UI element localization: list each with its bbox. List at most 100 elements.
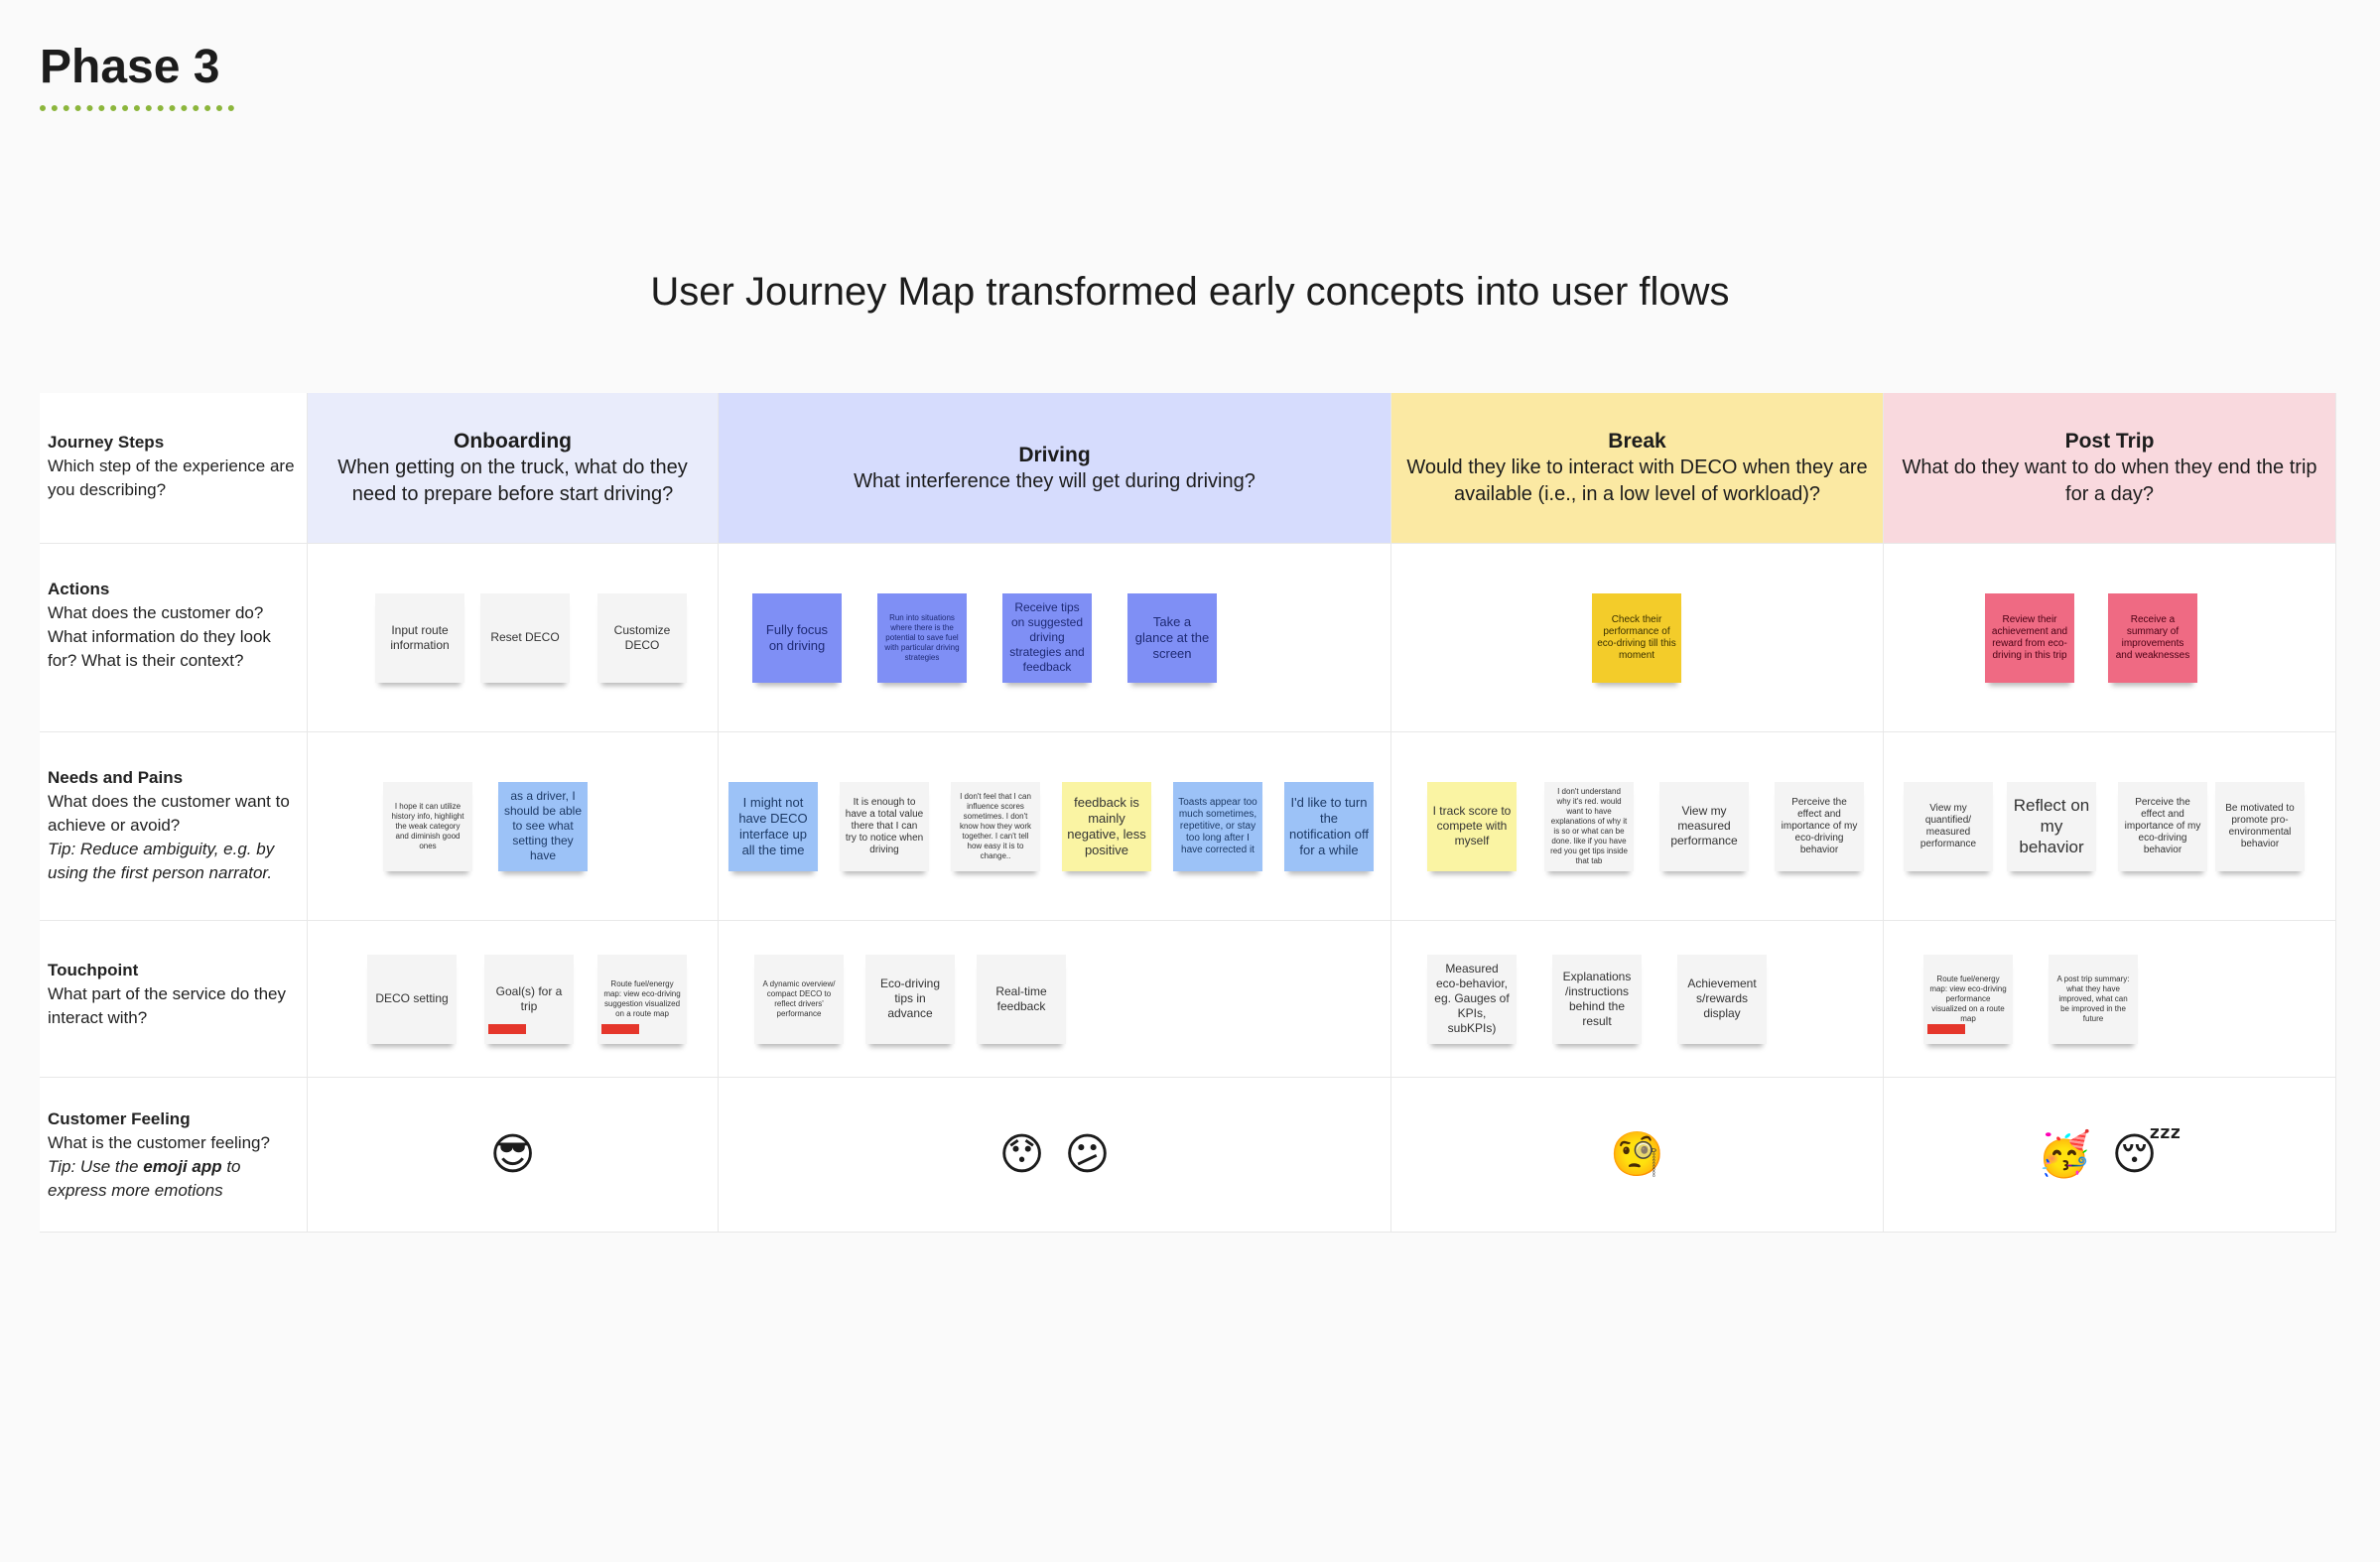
sticky-note[interactable]: DECO setting [367,954,457,1044]
sticky-note[interactable]: Receive tips on suggested driving strate… [1002,592,1092,683]
sticky-note[interactable]: Check their performance of eco-driving t… [1592,592,1681,683]
sticky-note[interactable]: I hope it can utilize history info, high… [383,781,472,871]
sticky-note[interactable]: as a driver, I should be able to see wha… [498,781,588,871]
needs-post-trip: View my quantified/ measured performance… [1884,732,2336,921]
sticky-note[interactable]: Take a glance at the screen [1127,592,1217,683]
row-label-title: Journey Steps [48,433,165,452]
sticky-note[interactable]: A post trip summary: what they have impr… [2049,954,2138,1044]
sticky-note[interactable]: Goal(s) for a trip [484,954,574,1044]
actions-post-trip: Review their achievement and reward from… [1884,544,2336,732]
sticky-note[interactable]: View my measured performance [1659,781,1749,871]
row-label-tip: Tip: Use the emoji app to express more e… [48,1155,297,1203]
sticky-note[interactable]: View my quantified/ measured performance [1904,781,1993,871]
feelings-break: 🧐 [1391,1078,1884,1233]
journey-map-grid: Journey Steps Which step of the experien… [40,393,2336,1233]
row-label-desc: What does the customer want to achieve o… [48,792,290,835]
sticky-note[interactable]: I track score to compete with myself [1427,781,1517,871]
sticky-note[interactable]: Reset DECO [480,592,570,683]
sleeping-face-icon: 😴 [2111,1128,2182,1180]
needs-onboarding: I hope it can utilize history info, high… [308,732,719,921]
step-question: What do they want to do when they end th… [1902,456,2317,505]
phase-title: Phase 3 [40,41,220,93]
step-name: Break [1608,430,1666,453]
row-label-actions: Actions What does the customer do? What … [40,544,308,732]
marker-tag [1927,1023,1965,1034]
row-label-title: Touchpoint [48,961,139,979]
step-header-post-trip: Post Trip What do they want to do when t… [1884,393,2336,544]
step-header-break: Break Would they like to interact with D… [1391,393,1884,544]
row-label-tip: Tip: Reduce ambiguity, e.g. by using the… [48,840,275,882]
row-label-touchpoint: Touchpoint What part of the service do t… [40,921,308,1078]
row-label-title: Actions [48,580,110,598]
sticky-note[interactable]: Real-time feedback [977,954,1066,1044]
row-label-desc: What is the customer feeling? [48,1133,270,1152]
step-question: When getting on the truck, what do they … [337,456,688,505]
sticky-note-text: Route fuel/energy map: view eco-driving … [1929,974,2007,1023]
surprised-face-icon: 😯 [998,1128,1045,1180]
step-header-driving: Driving What interference they will get … [719,393,1391,544]
row-label-customer-feeling: Customer Feeling What is the customer fe… [40,1078,308,1233]
row-label-desc: What part of the service do they interac… [48,984,287,1027]
sticky-note[interactable]: Review their achievement and reward from… [1985,592,2074,683]
sticky-note[interactable]: I don't understand why it's red. would w… [1544,781,1634,871]
sticky-note[interactable]: Measured eco-behavior, eg. Gauges of KPI… [1427,954,1517,1044]
step-name: Onboarding [454,430,572,453]
phase-title-underline [40,105,234,111]
step-question: Would they like to interact with DECO wh… [1406,456,1868,505]
feelings-onboarding: 😎 [308,1078,719,1233]
row-label-journey-steps: Journey Steps Which step of the experien… [40,393,308,544]
actions-driving: Fully focus on driving Run into situatio… [719,544,1391,732]
sticky-note[interactable]: I don't feel that I can influence scores… [951,781,1040,871]
sticky-note[interactable]: I might not have DECO interface up all t… [728,781,818,871]
step-question: What interference they will get during d… [854,469,1256,492]
tip-emphasis: emoji app [143,1157,222,1176]
sticky-note[interactable]: Route fuel/energy map: view eco-driving … [597,954,687,1044]
feelings-post-trip: 🥳 😴 [1884,1078,2336,1233]
row-label-title: Customer Feeling [48,1109,191,1128]
sticky-note[interactable]: It is enough to have a total value there… [840,781,929,871]
sticky-note[interactable]: A dynamic overview/ compact DECO to refl… [754,954,844,1044]
row-label-desc: Which step of the experience are you des… [48,456,295,499]
step-name: Driving [1018,443,1091,466]
sticky-note[interactable]: Fully focus on driving [752,592,842,683]
row-label-desc: What does the customer do? What informat… [48,603,271,670]
sticky-note[interactable]: Perceive the effect and importance of my… [2118,781,2207,871]
actions-break: Check their performance of eco-driving t… [1391,544,1884,732]
sticky-note[interactable]: Reflect on my behavior [2007,781,2096,871]
sticky-note[interactable]: Eco-driving tips in advance [865,954,955,1044]
needs-break: I track score to compete with myself I d… [1391,732,1884,921]
touchpoints-post-trip: Route fuel/energy map: view eco-driving … [1884,921,2336,1078]
confused-face-icon: 😕 [1064,1128,1111,1180]
sticky-note-text: Goal(s) for a trip [495,983,563,1013]
party-face-icon: 🥳 [2037,1128,2092,1180]
sticky-note[interactable]: Run into situations where there is the p… [877,592,967,683]
feelings-driving: 😯 😕 [719,1078,1391,1233]
cool-face-icon: 😎 [489,1128,536,1180]
touchpoints-onboarding: DECO setting Goal(s) for a trip Route fu… [308,921,719,1078]
step-name: Post Trip [2064,430,2155,453]
sticky-note[interactable]: Be motivated to promote pro-environmenta… [2215,781,2305,871]
sticky-note-text: Route fuel/energy map: view eco-driving … [603,978,681,1018]
sticky-note[interactable]: Perceive the effect and importance of my… [1775,781,1864,871]
tip-text: to express more emotions [48,1157,241,1200]
row-label-title: Needs and Pains [48,768,184,787]
row-label-needs-pains: Needs and Pains What does the customer w… [40,732,308,921]
sticky-note[interactable]: Toasts appear too much sometimes, repeti… [1173,781,1262,871]
touchpoints-break: Measured eco-behavior, eg. Gauges of KPI… [1391,921,1884,1078]
sticky-note[interactable]: Achievement s/rewards display [1677,954,1767,1044]
page-title: User Journey Map transformed early conce… [650,270,1730,314]
sticky-note[interactable]: Customize DECO [597,592,687,683]
monocle-face-icon: 🧐 [1610,1128,1664,1180]
needs-driving: I might not have DECO interface up all t… [719,732,1391,921]
touchpoints-driving: A dynamic overview/ compact DECO to refl… [719,921,1391,1078]
actions-onboarding: Input route information Reset DECO Custo… [308,544,719,732]
sticky-note[interactable]: Input route information [375,592,464,683]
step-header-onboarding: Onboarding When getting on the truck, wh… [308,393,719,544]
tip-text: Tip: Use the [48,1157,144,1176]
sticky-note[interactable]: I'd like to turn the notification off fo… [1284,781,1374,871]
sticky-note[interactable]: feedback is mainly negative, less positi… [1062,781,1151,871]
marker-tag [488,1023,526,1034]
sticky-note[interactable]: Route fuel/energy map: view eco-driving … [1923,954,2013,1044]
sticky-note[interactable]: Receive a summary of improvements and we… [2108,592,2197,683]
sticky-note[interactable]: Explanations /instructions behind the re… [1552,954,1642,1044]
